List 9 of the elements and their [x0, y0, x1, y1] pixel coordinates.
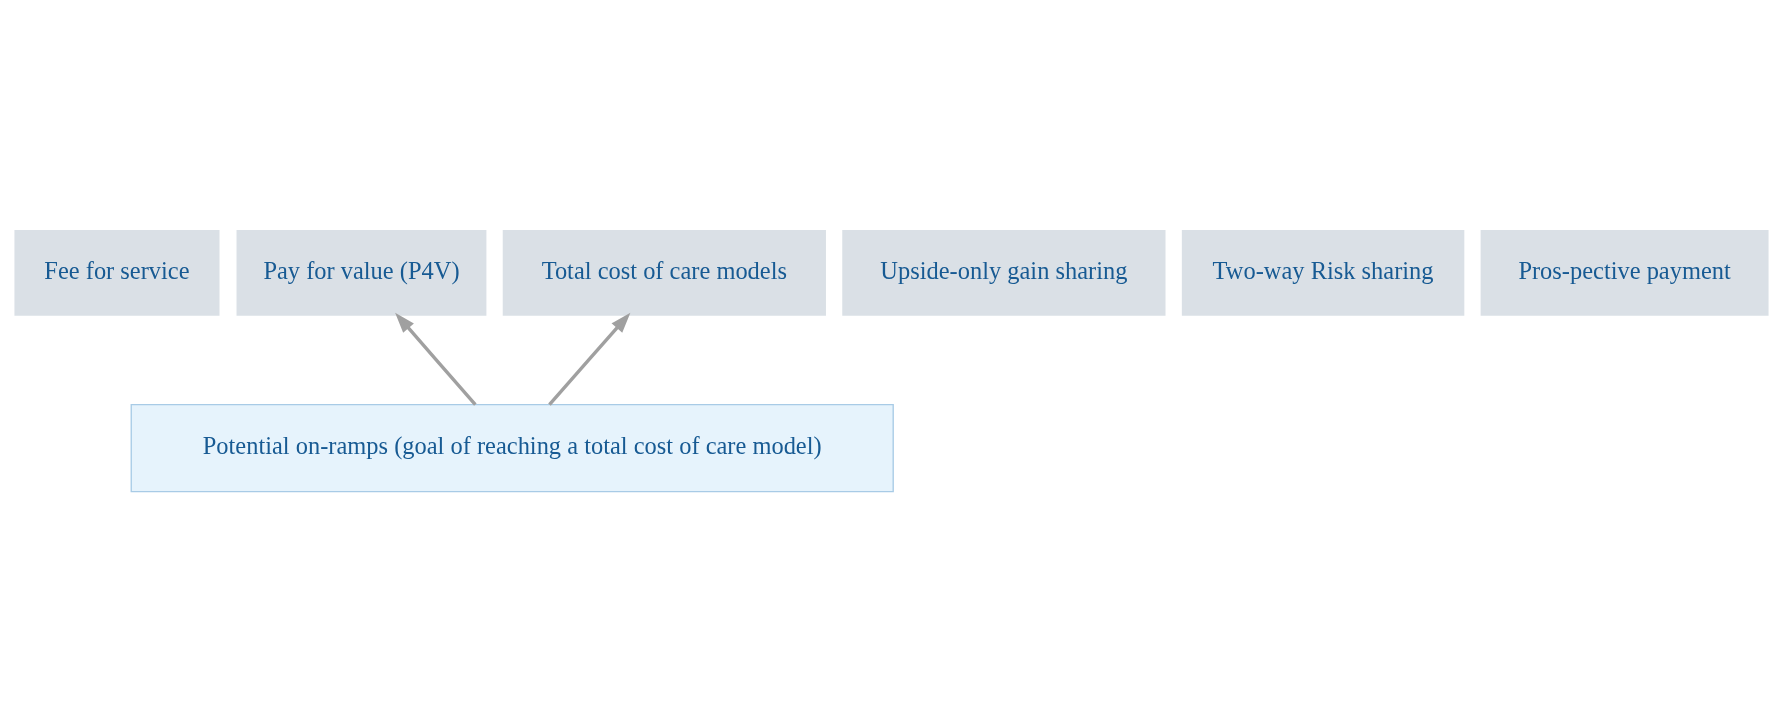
node-box: Total cost of care models [501, 228, 828, 318]
node-box: Fee for service [13, 228, 221, 318]
node-box: Pay for value (P4V) [235, 228, 488, 318]
arrow [548, 312, 631, 406]
arrow [395, 312, 477, 406]
node-box: Potential on-ramps (goal of reaching a total cost of care model) [130, 403, 894, 493]
node-box: Upside-only gain sharing [840, 228, 1167, 318]
node-box: Two-way Risk sharing [1180, 228, 1466, 318]
node-box: Pros-pective payment [1479, 228, 1770, 318]
